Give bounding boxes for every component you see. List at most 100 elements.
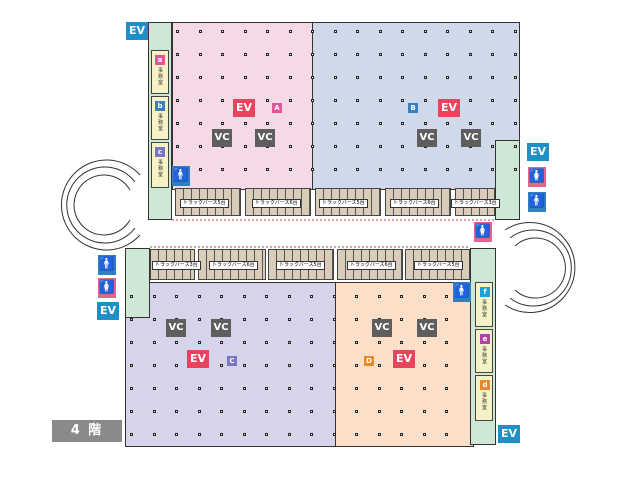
structural-column [311,30,314,33]
structural-column [401,145,404,148]
structural-column [175,433,178,436]
structural-column [423,122,427,125]
office-a[interactable]: a 事務室 [151,50,169,94]
structural-column [310,387,313,390]
structural-column [445,341,448,344]
structural-column [221,76,224,79]
female-restroom-icon: 🚺 [98,278,116,298]
structural-column [310,318,313,321]
vertical-conveyor-label: VC [417,129,437,147]
office-e[interactable]: e 事務室 [475,329,493,373]
structural-column [220,433,223,436]
structural-column [355,341,358,344]
structural-column [221,99,224,102]
office-label: 事務室 [158,68,164,86]
structural-column [197,341,201,344]
structural-column [198,76,202,79]
structural-column [311,53,314,56]
structural-column [332,410,336,413]
vertical-conveyor-label: VC [372,319,392,337]
structural-column [152,387,156,390]
structural-column [513,30,517,33]
structural-column [422,295,426,298]
truck-berth-label: トラックバース5台 [180,199,229,208]
structural-column [266,76,269,79]
structural-column [242,364,246,367]
structural-column [378,53,382,56]
structural-column [176,99,179,102]
structural-column [287,318,291,321]
structural-column [333,122,337,125]
structural-column [265,433,268,436]
structural-column [265,295,268,298]
structural-column [423,76,427,79]
structural-column [310,433,313,436]
structural-column [333,30,337,33]
structural-column [446,30,449,33]
structural-column [423,30,427,33]
office-f[interactable]: f 事務室 [475,282,493,327]
female-restroom-icon: 🚺 [474,222,492,242]
structural-column [332,433,336,436]
office-d[interactable]: d 事務室 [475,375,493,421]
structural-column [288,53,292,56]
office-letter: d [480,380,490,390]
structural-column [243,122,247,125]
office-b[interactable]: b 事務室 [151,96,169,140]
structural-column [243,30,247,33]
structural-column [130,387,133,390]
structural-column [176,53,179,56]
structural-column [491,122,494,125]
structural-column [176,145,179,148]
truck-berth-label: トラックバース3台 [451,199,500,208]
structural-column [355,364,358,367]
structural-column [266,99,269,102]
structural-column [130,433,133,436]
vertical-conveyor-label: VC [211,319,231,337]
structural-column [491,76,494,79]
structural-column [513,99,517,102]
structural-column [220,387,223,390]
structural-column [422,410,426,413]
vertical-conveyor-label: VC [212,129,232,147]
structural-column [377,410,381,413]
left-core-bottom [125,248,150,318]
structural-column [243,145,247,148]
structural-column [491,145,494,148]
structural-column [356,145,359,148]
structural-column [401,99,404,102]
structural-column [401,122,404,125]
structural-column [333,168,337,171]
zone-label-d: D [364,356,374,366]
structural-column [513,168,517,171]
female-restroom-icon: 🚺 [528,167,546,187]
structural-column [491,99,494,102]
structural-column [265,341,268,344]
structural-column [197,387,201,390]
structural-column [333,99,337,102]
structural-column [198,122,202,125]
structural-column [378,145,382,148]
structural-column [378,122,382,125]
freight-elevator-label: EV [233,99,255,117]
structural-column [311,168,314,171]
structural-column [175,387,178,390]
structural-column [288,99,292,102]
structural-column [355,410,358,413]
structural-column [445,318,448,321]
office-c[interactable]: c 事務室 [151,142,169,188]
structural-column [333,145,337,148]
structural-column [152,410,156,413]
structural-column [266,30,269,33]
structural-column [197,410,201,413]
structural-column [356,122,359,125]
structural-column [288,122,292,125]
structural-column [332,341,336,344]
vertical-conveyor-label: VC [166,319,186,337]
structural-column [401,76,404,79]
office-label: 事務室 [482,300,488,318]
zone-label-b: B [408,103,418,113]
office-label: 事務室 [482,393,488,411]
structural-column [242,295,246,298]
structural-column [242,410,246,413]
